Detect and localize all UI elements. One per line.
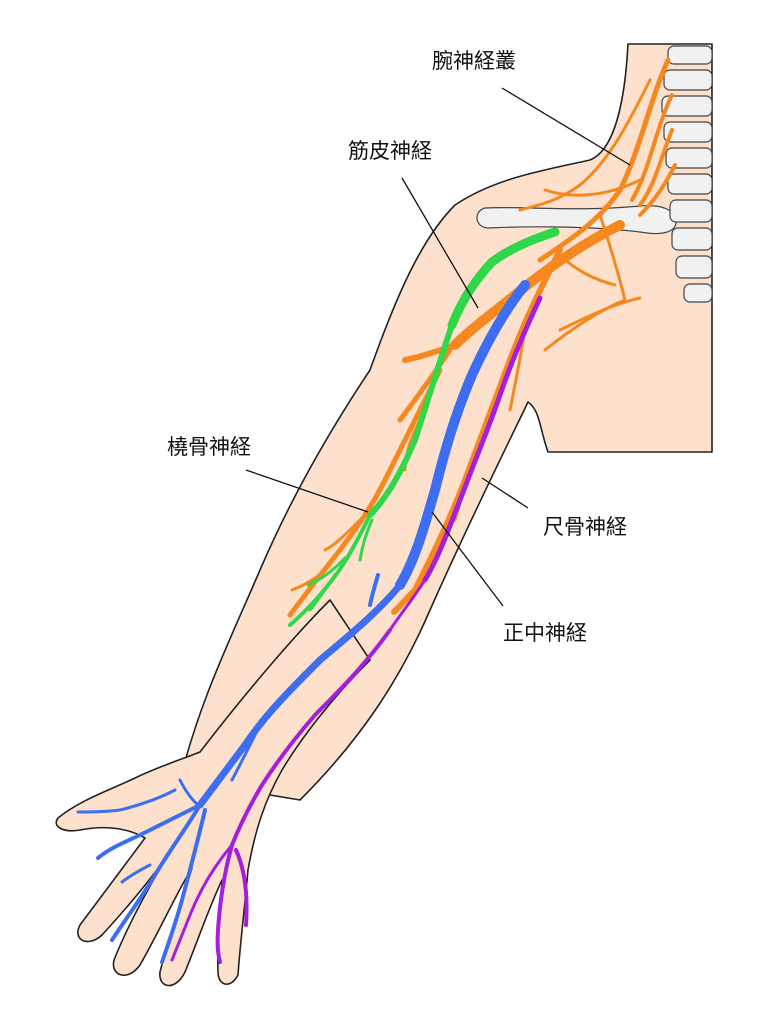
vertebra-1: [667, 45, 713, 65]
vertebra-4: [663, 121, 713, 143]
label-musculocutaneous: 筋皮神経: [348, 139, 432, 163]
label-radial: 橈骨神経: [167, 435, 251, 459]
skeleton: [476, 45, 713, 303]
vertebra-3: [661, 95, 713, 117]
vertebra-2: [663, 69, 713, 91]
vertebra-8: [671, 227, 713, 251]
leader-median: [431, 511, 504, 607]
label-median: 正中神経: [503, 621, 587, 645]
leader-ulnar: [481, 477, 529, 509]
ulnar-nerve-purple: [170, 295, 543, 964]
leader-radial: [245, 469, 369, 513]
label-brachial-plexus: 腕神経叢: [432, 49, 516, 73]
leader-lines: [245, 87, 631, 607]
labels: 腕神経叢 筋皮神経 橈骨神経 尺骨神経 正中神経: [167, 49, 627, 645]
leader-brachial-plexus: [501, 87, 631, 166]
vertebra-7: [669, 199, 713, 223]
musculocutaneous-nerve-green: [288, 227, 560, 627]
clavicle: [476, 205, 677, 235]
vertebra-10: [683, 283, 713, 303]
leader-musculocutaneous: [401, 177, 479, 309]
vertebra-9: [675, 255, 713, 279]
median-nerve-blue: [76, 280, 530, 964]
vertebra-5: [665, 147, 713, 169]
vertebra-6: [667, 173, 713, 195]
label-ulnar: 尺骨神経: [543, 515, 627, 539]
